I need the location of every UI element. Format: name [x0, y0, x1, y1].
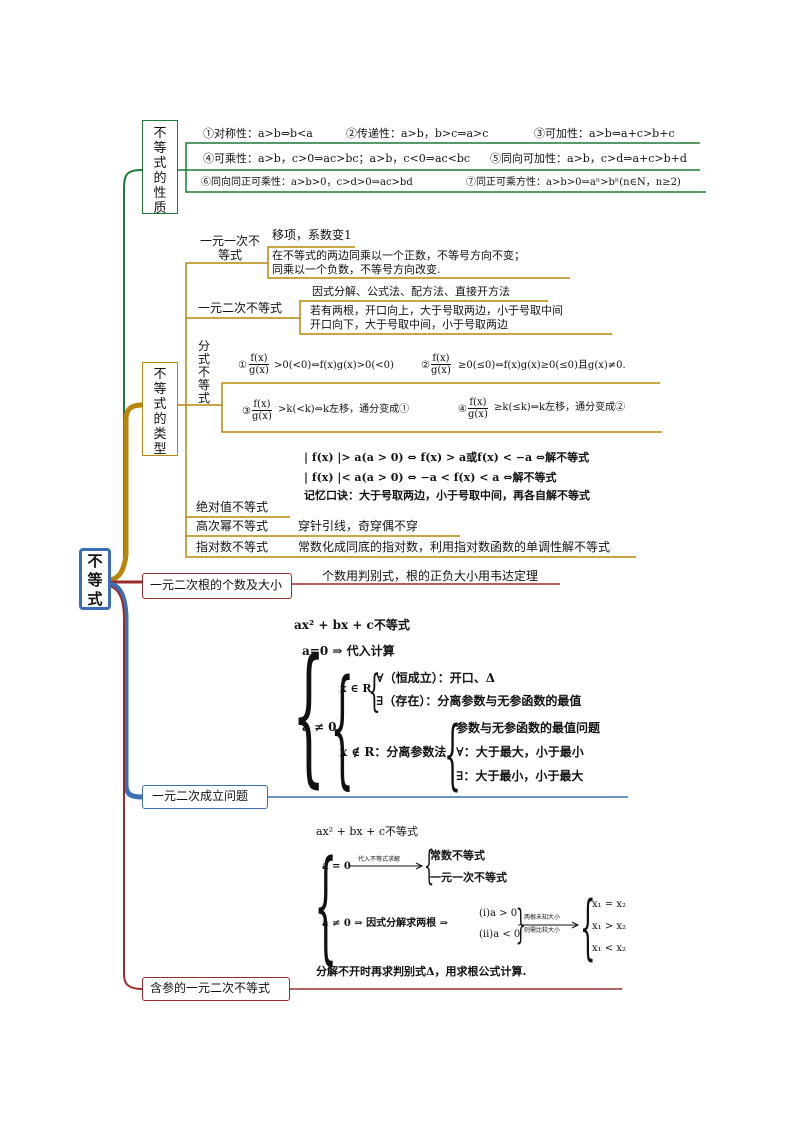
frac-numerator: f(x) [431, 353, 451, 365]
frac-denominator: g(x) [431, 365, 451, 376]
roots-node[interactable] [142, 573, 292, 599]
roots-label: 一元二次根的个数及大小 [150, 578, 283, 592]
quadratic-rule-up: 若有两根，开口向上，大于号取两边，小于号取中间 [310, 304, 563, 317]
property-transitivity: ②传递性：a>b，b>c⇒a>c [346, 127, 489, 140]
param-case-1: (i)a > 0 [479, 908, 518, 919]
property-same-direction-addition: ⑤同向可加性：a>b，c>d⇒a+c>b+d [490, 152, 687, 165]
param-a-zero-brace: { [424, 843, 435, 889]
param-linear-inequality: 一元一次不等式 [430, 871, 507, 884]
holds-x-not-r: x ∉ R：分离参数法 [340, 745, 447, 759]
frac-rule-2-index: ② [421, 360, 430, 371]
quadratic-method: 因式分解、公式法、配方法、直接开方法 [312, 285, 510, 298]
holds-node[interactable] [142, 785, 268, 809]
holds-forall: ∀（恒成立）：开口、Δ [376, 671, 496, 685]
frac-rule-4-fraction: f(x) g(x) [468, 397, 488, 420]
frac-rule-2-text: ≥0(≤0)⇔f(x)g(x)≥0(≤0)且g(x)≠0. [458, 360, 626, 371]
linear-inequality-label: 一元一次不等式 [199, 234, 260, 262]
property-addition: ③可加性：a>b⇔a+c>b+c [534, 127, 675, 140]
param-node[interactable] [142, 977, 290, 1001]
holds-x-in-r-brace: { [368, 666, 381, 717]
frac-rule-1-fraction: f(x) g(x) [249, 353, 269, 376]
frac-denominator: g(x) [468, 409, 488, 420]
frac-denominator: g(x) [249, 365, 269, 376]
absolute-inequality-label: 绝对值不等式 [196, 500, 269, 514]
higher-power-label: 高次幂不等式 [196, 519, 269, 533]
frac-rule-4-text: ≥k(≤k)⇔k左移，通分变成② [494, 402, 626, 413]
param-mid-1: 两根未知大小 [524, 914, 561, 921]
exponential-text: 常数化成同底的指对数，利用指对数函数的单调性解不等式 [298, 540, 611, 554]
frac-rule-1-index: ① [238, 360, 247, 371]
absolute-rule-2: | f(x) |< a(a > 0) ⇔ −a < f(x) < a ⇔解不等式 [304, 471, 557, 484]
types-node[interactable] [142, 362, 178, 456]
absolute-mnemonic: 记忆口诀：大于号取两边，小于号取中间，再各自解不等式 [304, 489, 590, 502]
holds-label: 一元二次成立问题 [152, 789, 249, 803]
properties-node[interactable] [142, 120, 178, 214]
root-node[interactable] [79, 548, 111, 610]
param-outer-brace: { [314, 834, 338, 976]
holds-separation-brace: { [444, 709, 461, 798]
param-const-inequality: 常数不等式 [430, 849, 485, 862]
frac-numerator: f(x) [252, 399, 272, 411]
holds-a-zero: a=0 ⇒ 代入计算 [302, 644, 395, 658]
param-a-zero: a = 0 [322, 861, 351, 872]
frac-rule-3-index: ③ [242, 406, 251, 417]
param-arrow-label: 代入不等式求解 [358, 856, 401, 863]
param-result-2: x₁ > x₂ [592, 921, 627, 932]
param-case-2: (ii)a < 0 [479, 929, 521, 940]
holds-a-nonzero: a ≠ 0 [302, 720, 337, 734]
property-symmetry: ①对称性：a>b⇔b<a [203, 127, 313, 140]
frac-numerator: f(x) [468, 397, 488, 409]
quadratic-inequality-label: 一元二次不等式 [198, 301, 283, 315]
property-multiplication: ④可乘性：a>b，c>0⇒ac>bc；a>b，c<0⇒ac<bc [203, 152, 471, 165]
holds-a-nonzero-brace: { [330, 653, 355, 802]
property-positive-multiplication: ⑥同向同正可乘性：a>b>0，c>d>0⇒ac>bd [201, 177, 413, 188]
param-head: ax² + bx + c不等式 [316, 825, 418, 838]
holds-x-in-r: x ∈ R [340, 682, 372, 695]
frac-rule-2-fraction: f(x) g(x) [431, 353, 451, 376]
exponential-label: 指对数不等式 [196, 540, 269, 554]
properties-label: 不等式的性质 [153, 126, 167, 216]
holds-exists: ∃（存在）：分离参数与无参函数的最值 [376, 694, 582, 708]
param-result-3: x₁ < x₂ [592, 943, 627, 954]
higher-power-text: 穿针引线，奇穿偶不穿 [298, 519, 419, 533]
types-label: 不等式的类型 [153, 367, 167, 457]
linear-step-2: 在不等式的两边同乘以一个正数，不等号方向不变； [272, 249, 525, 262]
absolute-rule-1: | f(x) |> a(a > 0) ⇔ f(x) > a或f(x) < −a … [304, 451, 590, 464]
frac-rule-3-fraction: f(x) g(x) [252, 399, 272, 422]
fractional-inequality-label: 分式不等式 [197, 339, 210, 405]
param-case-brace: { [515, 902, 526, 948]
param-a-nonzero: a ≠ 0 ⇒ 因式分解求两根 ⇒ [322, 918, 448, 929]
holds-head: ax² + bx + c不等式 [294, 618, 410, 632]
holds-outer-brace: { [292, 628, 326, 802]
root-label: 不等式 [87, 552, 103, 608]
property-positive-power: ⑦同正可乘方性：a>b>0⇒aⁿ>bⁿ(n∈N，n≥2) [466, 177, 681, 188]
holds-separation-1: 参数与无参函数的最值问题 [456, 721, 601, 735]
holds-separation-2: ∀：大于最大，小于最小 [456, 745, 584, 759]
param-result-brace: { [580, 886, 596, 968]
quadratic-rule-down: 开口向下，大于号取中间，小于号取两边 [310, 318, 508, 331]
holds-separation-3: ∃：大于最小，小于最大 [456, 769, 584, 783]
param-mid-2: 则需比较大小 [524, 927, 561, 934]
frac-rule-4-index: ④ [458, 404, 467, 415]
param-label: 含参的一元二次不等式 [150, 981, 271, 995]
frac-rule-1-text: >0(<0)⇔f(x)g(x)>0(<0) [274, 360, 394, 371]
linear-step-3: 同乘以一个负数，不等号方向改变. [272, 263, 441, 276]
frac-denominator: g(x) [252, 411, 272, 422]
roots-text: 个数用判别式，根的正负大小用韦达定理 [322, 569, 539, 583]
param-note: 分解不开时再求判别式Δ，用求根公式计算. [316, 965, 527, 978]
frac-numerator: f(x) [249, 353, 269, 365]
frac-rule-3-text: >k(<k)⇔k左移，通分变成① [278, 404, 410, 415]
param-result-1: x₁ = x₂ [592, 899, 627, 910]
linear-step-1: 移项，系数变1 [272, 228, 352, 242]
